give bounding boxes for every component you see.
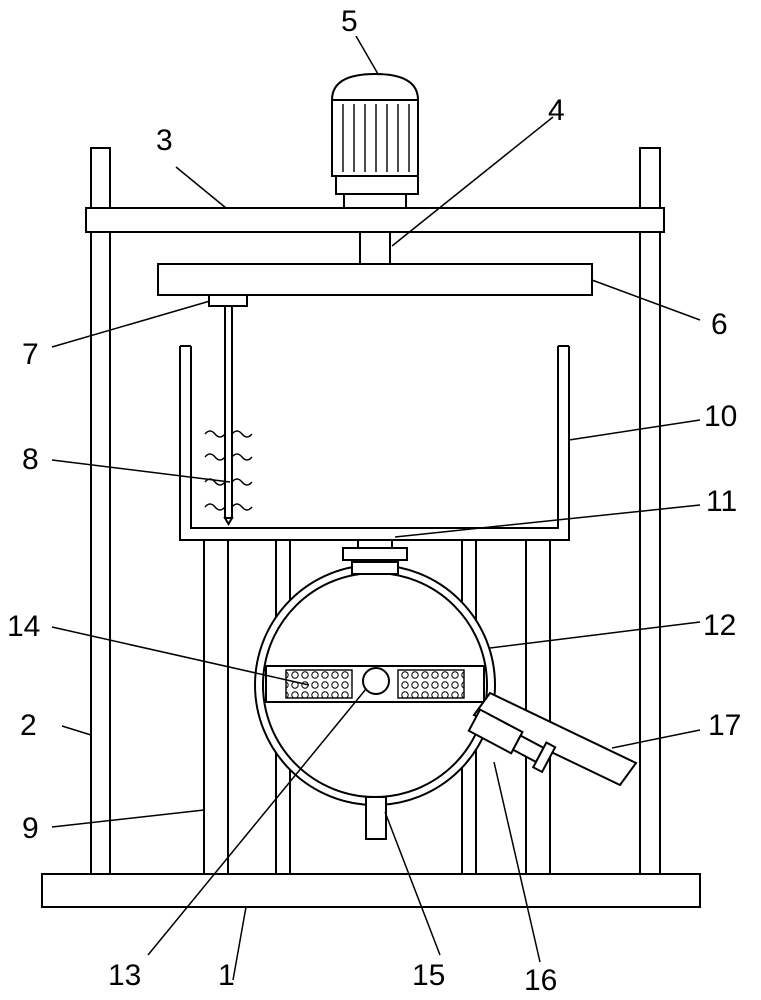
- discharge-pipe-valve: [342, 539, 408, 575]
- feed-tube: [472, 691, 638, 787]
- motor: [331, 72, 419, 209]
- cylinder-actuator: [467, 708, 557, 774]
- label-4: 4: [548, 94, 565, 127]
- mixing-tank: [179, 345, 570, 541]
- stirring-rod: [204, 305, 253, 526]
- label-1: 1: [218, 959, 235, 992]
- label-11: 11: [706, 485, 737, 518]
- drive-shaft: [359, 231, 391, 265]
- label-5: 5: [341, 5, 358, 38]
- label-7: 7: [22, 338, 39, 371]
- label-16: 16: [524, 964, 557, 997]
- label-3: 3: [156, 124, 173, 157]
- label-14: 14: [7, 610, 40, 643]
- label-12: 12: [703, 609, 736, 642]
- label-8: 8: [22, 443, 39, 476]
- label-15: 15: [412, 959, 445, 992]
- outlet-pipe: [365, 796, 387, 840]
- label-13: 13: [108, 959, 141, 992]
- side-column-left: [90, 147, 111, 875]
- rotating-shaft: [362, 667, 390, 695]
- stirrer-bearing: [208, 294, 248, 307]
- rotating-plate: [157, 263, 593, 296]
- label-17: 17: [708, 709, 741, 742]
- leader-lines: [51, 35, 701, 981]
- label-10: 10: [704, 400, 737, 433]
- top-plate: [85, 207, 665, 233]
- label-6: 6: [711, 308, 728, 341]
- label-9: 9: [22, 812, 39, 845]
- base-plate: [41, 873, 701, 908]
- label-2: 2: [20, 709, 37, 742]
- reference-labels: 1 2 3 4 5 6 7 8 9 10 11 12 13 14 15 16 1…: [7, 5, 741, 997]
